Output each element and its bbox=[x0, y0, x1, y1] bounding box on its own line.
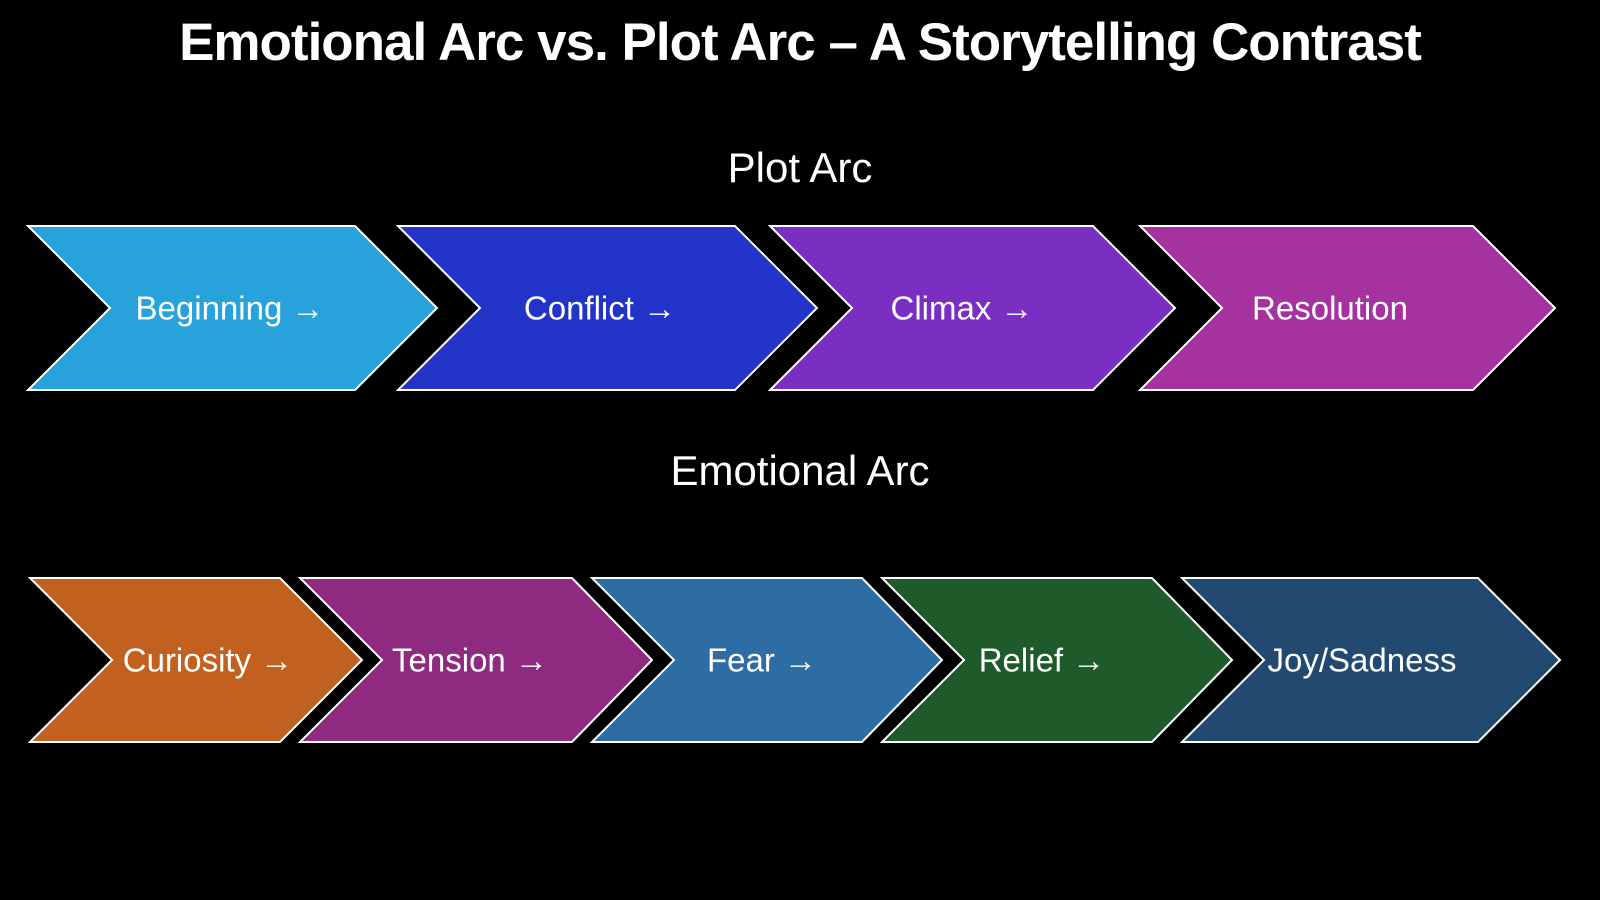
chevron-relief-label: Relief → bbox=[979, 642, 1106, 679]
chevron-beginning bbox=[25, 225, 439, 391]
chevron-conflict bbox=[395, 225, 819, 391]
emotional-arc-row: Curiosity → Tension → Fear → Relief → Jo… bbox=[27, 577, 1562, 743]
chevron-joy-sadness bbox=[1179, 577, 1562, 743]
plot-arc-row: Beginning → Conflict → Climax → Resoluti… bbox=[25, 225, 1557, 391]
chevron-climax-label: Climax → bbox=[890, 290, 1033, 327]
chevron-conflict-label: Conflict → bbox=[524, 290, 676, 327]
chevron-tension bbox=[297, 577, 654, 743]
chevron-fear bbox=[589, 577, 944, 743]
emotional-arc-heading: Emotional Arc bbox=[670, 447, 930, 494]
chevron-beginning-label: Beginning → bbox=[136, 290, 325, 327]
slide-title: Emotional Arc vs. Plot Arc – A Storytell… bbox=[179, 13, 1422, 72]
plot-arc-heading: Plot Arc bbox=[727, 144, 873, 191]
chevron-curiosity bbox=[27, 577, 364, 743]
chevron-resolution bbox=[1137, 225, 1557, 391]
chevron-climax bbox=[767, 225, 1177, 391]
chevron-relief bbox=[879, 577, 1234, 743]
chevron-fear-label: Fear → bbox=[707, 642, 817, 679]
chevron-curiosity-label: Curiosity → bbox=[123, 642, 294, 679]
chevron-joy-sadness-label: Joy/Sadness bbox=[1268, 642, 1457, 679]
chevron-tension-label: Tension → bbox=[392, 642, 548, 679]
chevron-resolution-label: Resolution bbox=[1252, 290, 1408, 327]
